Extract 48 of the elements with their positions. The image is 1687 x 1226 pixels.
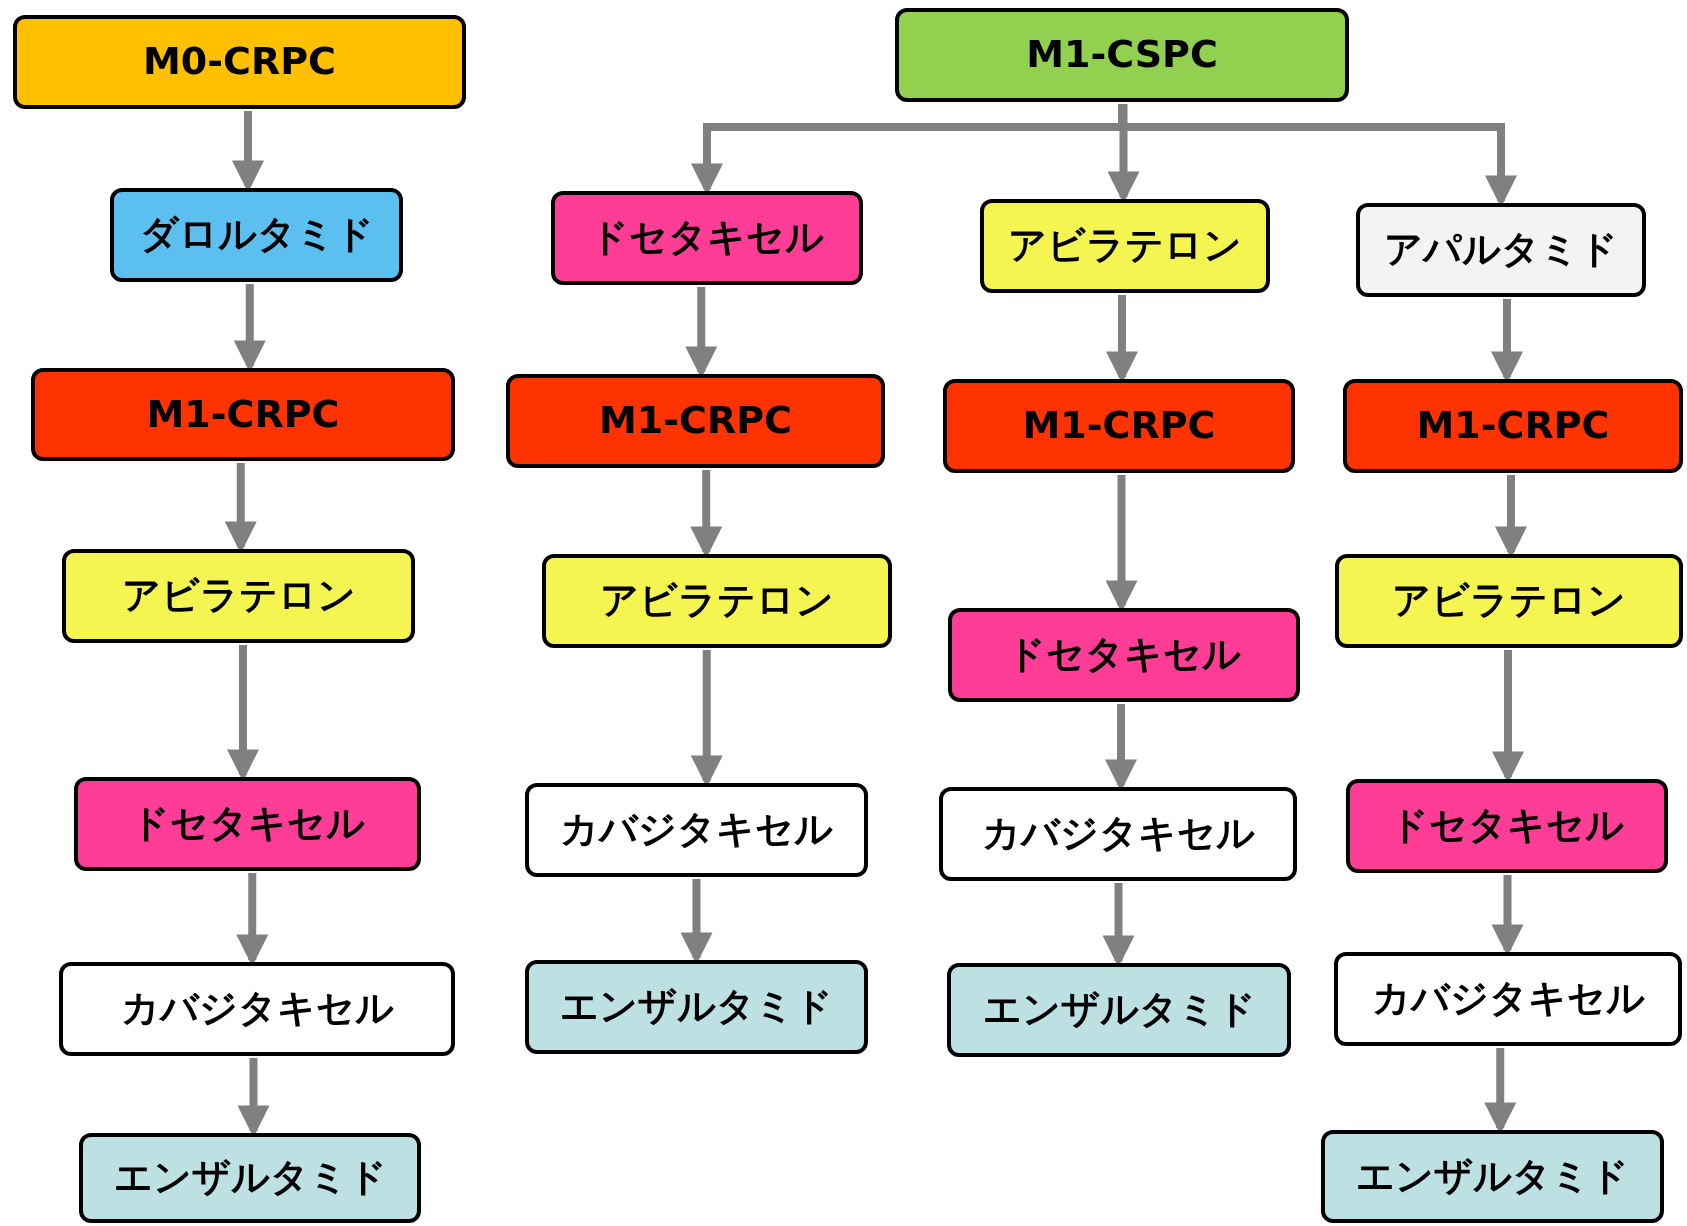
box-label: エンザルタミド — [982, 986, 1256, 1034]
box-label: カバジタキセル — [981, 810, 1255, 858]
box-label: アパルタミド — [1384, 226, 1618, 274]
box-label: カバジタキセル — [120, 985, 394, 1033]
process-box — [506, 374, 885, 468]
box-label: ダロルタミド — [139, 211, 374, 259]
box-label: M0-CRPC — [143, 38, 336, 86]
process-box — [13, 15, 466, 109]
process-box — [59, 962, 455, 1056]
process-box — [31, 368, 455, 461]
box-label: カバジタキセル — [1371, 975, 1645, 1023]
box-label: エンザルタミド — [1356, 1152, 1629, 1200]
process-box — [980, 199, 1270, 293]
box-label: M1-CSPC — [1026, 31, 1218, 79]
box-label: アビラテロン — [1008, 222, 1242, 270]
box-label: ドセタキセル — [1007, 631, 1241, 679]
process-box — [1356, 203, 1646, 297]
process-box — [542, 554, 892, 648]
process-box — [943, 379, 1295, 473]
process-box — [948, 608, 1300, 702]
process-box — [1343, 379, 1683, 473]
box-label: M1-CRPC — [599, 397, 792, 445]
box-label: M1-CRPC — [146, 390, 340, 438]
process-box — [525, 783, 868, 877]
process-box — [62, 549, 415, 643]
process-box — [1346, 779, 1668, 873]
box-label: カバジタキセル — [560, 806, 833, 854]
box-label: アビラテロン — [1392, 577, 1626, 625]
box-label: ドセタキセル — [1390, 802, 1624, 850]
box-label: アビラテロン — [600, 577, 834, 625]
process-box — [939, 787, 1297, 881]
process-box — [74, 777, 421, 871]
box-label: エンザルタミド — [560, 983, 833, 1031]
box-label: ドセタキセル — [590, 214, 824, 262]
process-box — [1335, 554, 1683, 648]
process-box — [79, 1133, 421, 1223]
process-box — [110, 188, 403, 282]
box-label: ドセタキセル — [130, 800, 365, 848]
box-label: M1-CRPC — [1022, 402, 1216, 450]
box-label: M1-CRPC — [1416, 402, 1610, 450]
box-label: アビラテロン — [121, 572, 356, 620]
process-box — [1321, 1130, 1664, 1223]
process-box — [895, 8, 1349, 102]
process-box — [947, 963, 1291, 1057]
process-box — [551, 191, 863, 285]
process-box — [525, 960, 868, 1054]
process-box — [1334, 952, 1682, 1046]
box-label: エンザルタミド — [113, 1154, 387, 1202]
